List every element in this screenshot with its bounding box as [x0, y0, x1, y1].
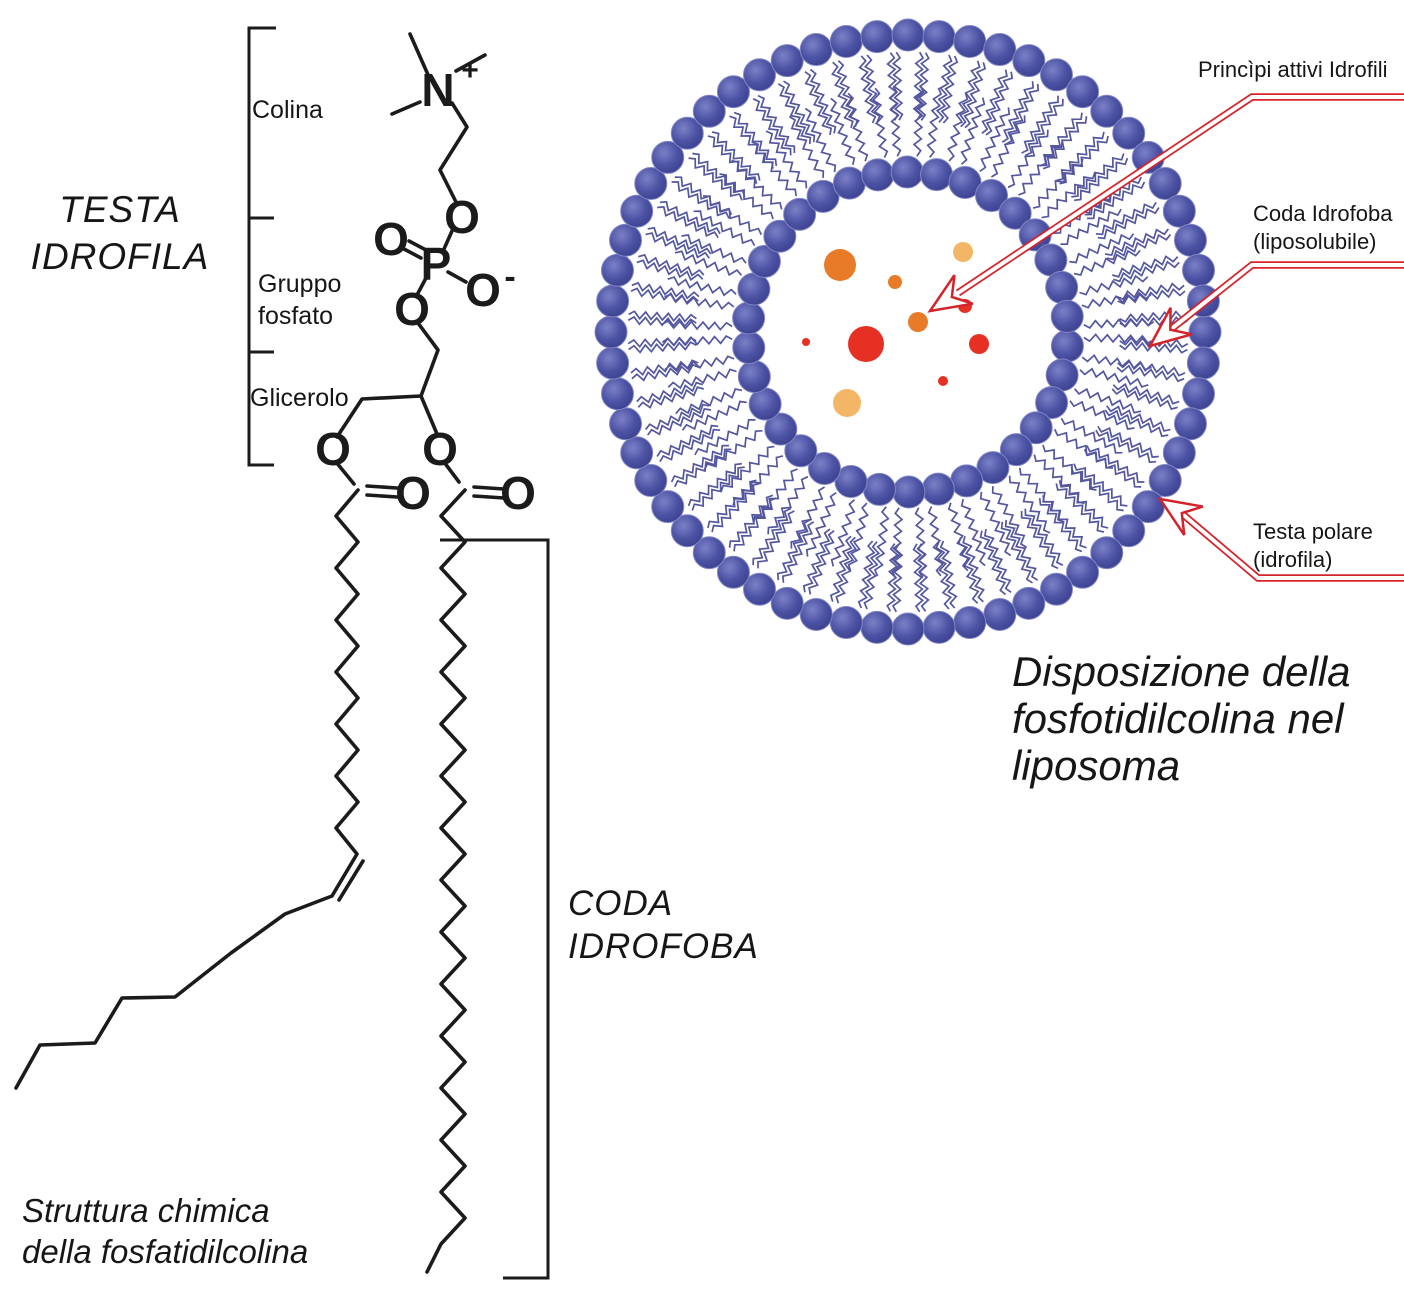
atom-o-carbonyl-right: O — [500, 467, 536, 519]
annotation-coda-line1: Coda Idrofoba — [1253, 201, 1393, 226]
caption-structure: Struttura chimica della fosfatidilcolina — [22, 1190, 308, 1272]
caption-structure-line2: della fosfatidilcolina — [22, 1233, 309, 1270]
annotation-principi-line1: Princìpi attivi Idrofili — [1198, 57, 1388, 82]
ester-right-dbl-2 — [472, 494, 506, 500]
annotation-testa-line1: Testa polare — [1253, 519, 1373, 544]
label-coda-line1: CODA — [568, 884, 674, 923]
caption-liposome-line2: fosfotidilcolina nel — [1012, 695, 1344, 742]
callout-arrows-layer — [927, 93, 1404, 582]
atom-o-ester-left: O — [315, 423, 351, 475]
fatty-chain-left-cis-double — [337, 859, 365, 902]
ester-left-dbl-2 — [365, 493, 399, 499]
bond-glycerol-right — [419, 394, 439, 436]
label-gruppo-fosfato: Gruppo fosfato — [258, 268, 341, 332]
atom-o-carbonyl-left: O — [395, 467, 431, 519]
caption-structure-line1: Struttura chimica — [22, 1192, 270, 1229]
label-glicerolo: Glicerolo — [250, 384, 349, 412]
atom-o-ester-right: O — [422, 423, 458, 475]
bracket-testa-idrofila — [247, 26, 276, 467]
ester-right-dbl-1 — [472, 485, 506, 491]
atom-p: P — [421, 238, 452, 290]
bond-p-dbl-o-1 — [402, 247, 423, 260]
fatty-chain-right — [425, 488, 467, 1274]
atom-o-glycerol: O — [394, 283, 430, 335]
fatty-chain-left — [14, 488, 360, 1090]
annotation-testa-polare: Testa polare (idrofila) — [1253, 518, 1373, 574]
bracket-coda-idrofoba — [440, 538, 550, 1280]
label-coda-idrofoba: CODA IDROFOBA — [568, 882, 759, 968]
bond-o-c-right — [442, 460, 461, 484]
bond-methyl-3 — [390, 100, 422, 116]
label-colina: Colina — [252, 96, 323, 124]
annotation-coda-idrofoba: Coda Idrofoba (liposolubile) — [1253, 200, 1392, 256]
lipid-heads-layer — [594, 18, 1222, 646]
bond-methyl-2 — [454, 53, 487, 73]
encapsulated-actives-layer — [802, 242, 989, 417]
bond-o-p — [442, 229, 454, 251]
bond-p-dbl-o-2 — [407, 239, 428, 252]
label-gruppo: Gruppo — [258, 270, 342, 298]
label-testa-line2: IDROFILA — [30, 236, 210, 277]
caption-liposome-line3: liposoma — [1012, 742, 1181, 789]
atom-o-choline: O — [444, 191, 480, 243]
bond-p-o-down — [415, 276, 428, 297]
lipid-tails-layer — [627, 51, 1189, 613]
caption-liposome-line1: Disposizione della — [1012, 648, 1351, 695]
ester-left-dbl-1 — [365, 484, 399, 490]
label-testa-idrofila: TESTA IDROFILA — [10, 186, 230, 280]
bond-p-o-minus — [446, 270, 468, 284]
caption-liposome: Disposizione della fosfotidilcolina nel … — [1012, 648, 1351, 789]
label-coda-line2: IDROFOBA — [568, 927, 759, 966]
atom-minus-sign: - — [504, 258, 515, 296]
label-testa-line1: TESTA — [59, 189, 181, 230]
bond-methyl-1 — [408, 32, 431, 79]
phosphatidylcholine-structure-drawing: N + O O P O - O O O O O — [14, 26, 550, 1280]
bond-o-c-left — [334, 460, 356, 486]
bond-choline-chain — [438, 101, 469, 204]
atom-o-phosphoryl: O — [373, 213, 409, 265]
annotation-testa-line2: (idrofila) — [1253, 547, 1333, 572]
atom-n: N — [421, 64, 454, 116]
label-fosfato: fosfato — [258, 302, 334, 330]
annotation-coda-line2: (liposolubile) — [1253, 229, 1377, 254]
atom-o-minus: O — [465, 264, 501, 316]
annotation-principi-attivi: Princìpi attivi Idrofili — [1198, 56, 1388, 84]
atom-n-plus: + — [461, 54, 479, 87]
